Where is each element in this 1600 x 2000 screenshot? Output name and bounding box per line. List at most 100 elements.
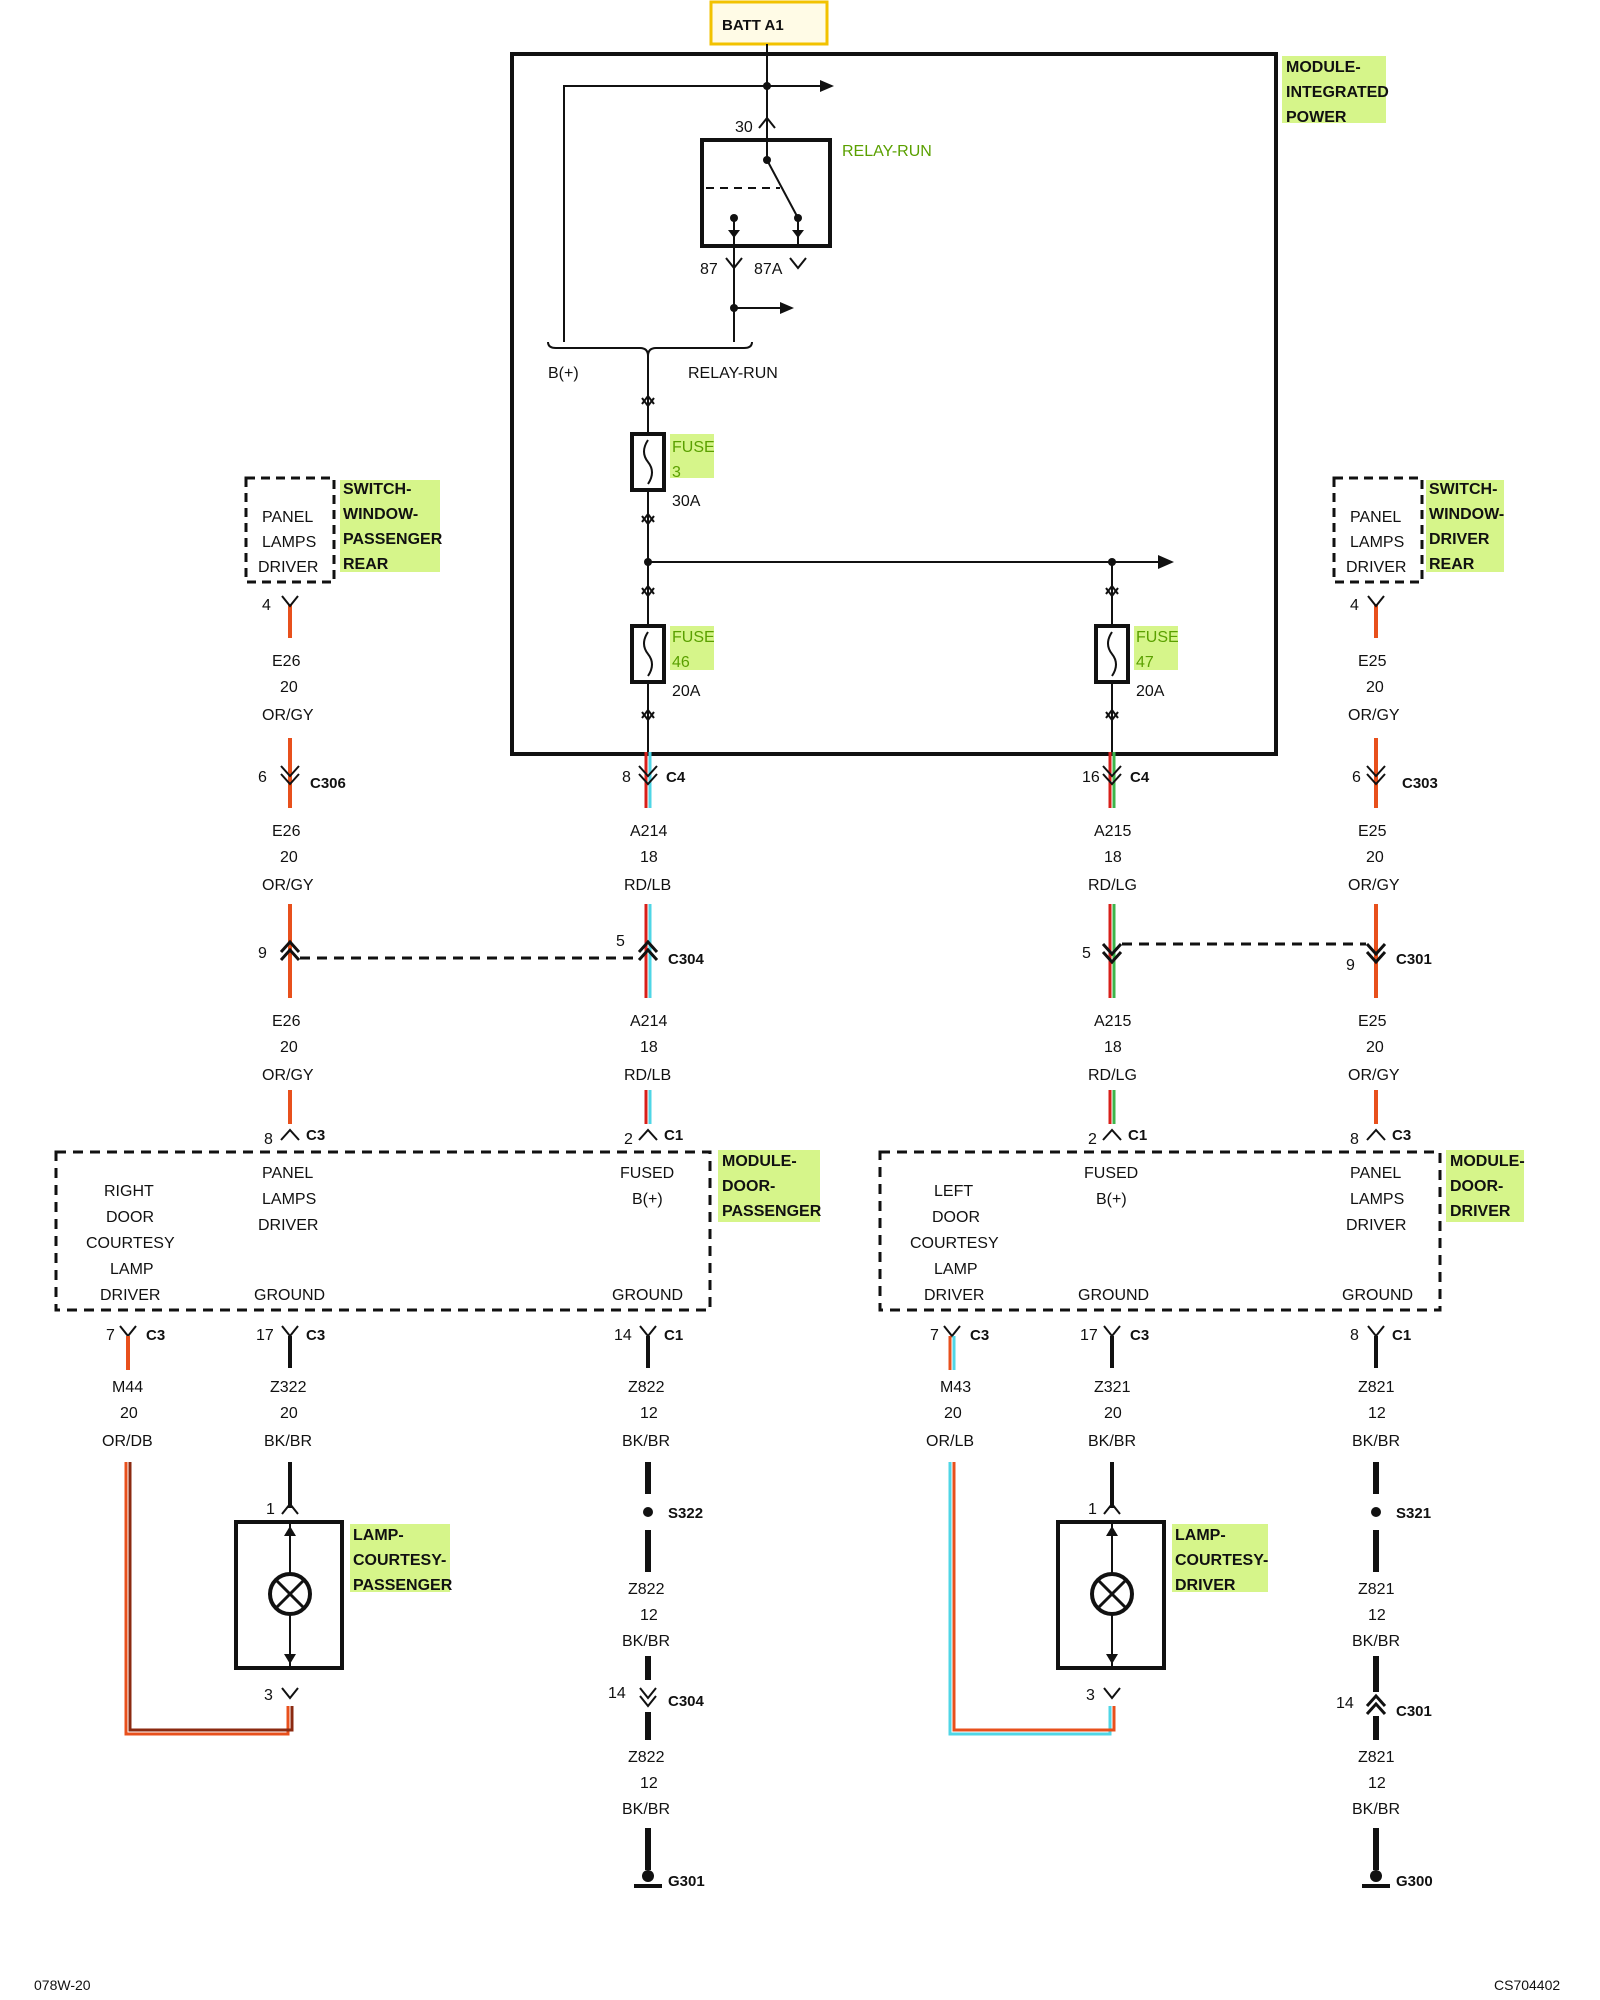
ipm-label-1: MODULE- [1286,59,1361,76]
pass-panel-2: LAMPS [262,1191,316,1208]
z821-code-2: Z821 [1358,1581,1395,1598]
switch-pass-text-2: LAMPS [262,534,316,551]
c301a-name: C301 [1396,951,1432,968]
pass-courtesy-4: LAMP [110,1261,154,1278]
g301-label: G301 [668,1873,705,1890]
drv-ground-1: GROUND [1078,1287,1149,1304]
drv-c1-top-pin: 2 [1088,1131,1097,1148]
drv-c1-top-name: C1 [1128,1127,1147,1144]
e25-gauge-2: 20 [1366,849,1384,866]
z822-code-3: Z822 [628,1749,665,1766]
drv-panel-3: DRIVER [1346,1217,1406,1234]
switch-drv-label-4: REAR [1429,556,1475,573]
drv-courtesy-3: COURTESY [910,1235,999,1252]
a215-gauge-1: 18 [1104,849,1122,866]
module-pass-label-1: MODULE- [722,1153,797,1170]
a215-color-1: RD/LG [1088,877,1137,894]
e25-code-3: E25 [1358,1013,1387,1030]
pass-c3-m44-name: C3 [146,1327,165,1344]
z822-code-2: Z822 [628,1581,665,1598]
switch-pass-label-1: SWITCH- [343,481,411,498]
switch-pass-box [244,476,336,584]
c301a-pin-left: 5 [1082,945,1091,962]
fuse3-number: 3 [672,464,681,481]
drv-c3-top-name: C3 [1392,1127,1411,1144]
pass-c1-top-name: C1 [664,1127,683,1144]
pass-courtesy-3: COURTESY [86,1235,175,1252]
switch-drv-text-3: DRIVER [1346,559,1406,576]
drv-c3-m43-pin: 7 [930,1327,939,1344]
pass-courtesy-1: RIGHT [104,1183,154,1200]
a214-gauge-2: 18 [640,1039,658,1056]
pin87a-label: 87A [754,261,783,278]
z821-gauge-3: 12 [1368,1775,1386,1792]
m43-gauge: 20 [944,1405,962,1422]
bplus-label: B(+) [548,365,579,382]
lamp-pass-label-1: LAMP- [353,1527,404,1544]
a214-gauge-1: 18 [640,849,658,866]
e26-code-1: E26 [272,653,301,670]
z822-gauge-1: 12 [640,1405,658,1422]
lamp-pass-pin3: 3 [264,1687,273,1704]
s322-label: S322 [668,1505,703,1522]
a214-color-1: RD/LB [624,877,671,894]
z821-gauge-2: 12 [1368,1607,1386,1624]
fuse47-rating: 20A [1136,683,1165,700]
c4a-name: C4 [666,769,686,786]
fuse3-rating: 30A [672,493,701,510]
lamp-drv-label-2: COURTESY- [1175,1552,1268,1569]
module-pass-label-2: DOOR- [722,1178,775,1195]
z321-gauge: 20 [1104,1405,1122,1422]
c4a-pin: 8 [622,769,631,786]
z322-gauge: 20 [280,1405,298,1422]
pass-c1-z822-name: C1 [664,1327,683,1344]
ipm-label-3: POWER [1286,109,1347,126]
lamp-pass-label-3: PASSENGER [353,1577,453,1594]
e25-code-1: E25 [1358,653,1387,670]
z821-code-1: Z821 [1358,1379,1395,1396]
footer-left: 078W-20 [34,1977,91,1993]
pass-c3-top-pin: 8 [264,1131,273,1148]
switch-drv-pin: 4 [1350,597,1359,614]
fuse46-number: 46 [672,654,690,671]
module-pass-label-3: PASSENGER [722,1203,822,1220]
pass-c1-z822-pin: 14 [614,1327,632,1344]
switch-pass-label-3: PASSENGER [343,531,443,548]
ipm-box [510,52,1278,756]
z821-color-3: BK/BR [1352,1801,1400,1818]
footer-right: CS704402 [1494,1977,1560,1993]
e26-code-3: E26 [272,1013,301,1030]
drv-c3-z321-pin: 17 [1080,1327,1098,1344]
lamp-pass-pin1: 1 [266,1501,275,1518]
c301b-name: C301 [1396,1703,1432,1720]
c4b-pin: 16 [1082,769,1100,786]
drv-courtesy-5: DRIVER [924,1287,984,1304]
switch-drv-label-2: WINDOW- [1429,506,1504,523]
pass-c3-top-name: C3 [306,1127,325,1144]
e26-gauge-3: 20 [280,1039,298,1056]
lamp-pass-label-2: COURTESY- [353,1552,446,1569]
z822-code-1: Z822 [628,1379,665,1396]
e25-gauge-3: 20 [1366,1039,1384,1056]
m43-color: OR/LB [926,1433,974,1450]
s321-splice [1371,1507,1381,1517]
drv-fused-1: FUSED [1084,1165,1138,1182]
switch-pass-label-2: WINDOW- [343,506,418,523]
batt-label: BATT A1 [722,17,784,34]
z322-code: Z322 [270,1379,307,1396]
fuse3-body [630,432,666,492]
e25-gauge-1: 20 [1366,679,1384,696]
pin30-label: 30 [735,119,753,136]
module-drv-label-1: MODULE- [1450,1153,1525,1170]
pass-fused-1: FUSED [620,1165,674,1182]
pass-c1-top-pin: 2 [624,1131,633,1148]
ipm-label-2: INTEGRATED [1286,84,1389,101]
c301a-pin-right: 9 [1346,957,1355,974]
e25-code-2: E25 [1358,823,1387,840]
a215-code-1: A215 [1094,823,1131,840]
a214-code-1: A214 [630,823,667,840]
switch-pass-pin: 4 [262,597,271,614]
switch-drv-text-2: LAMPS [1350,534,1404,551]
switch-drv-box [1332,476,1424,584]
